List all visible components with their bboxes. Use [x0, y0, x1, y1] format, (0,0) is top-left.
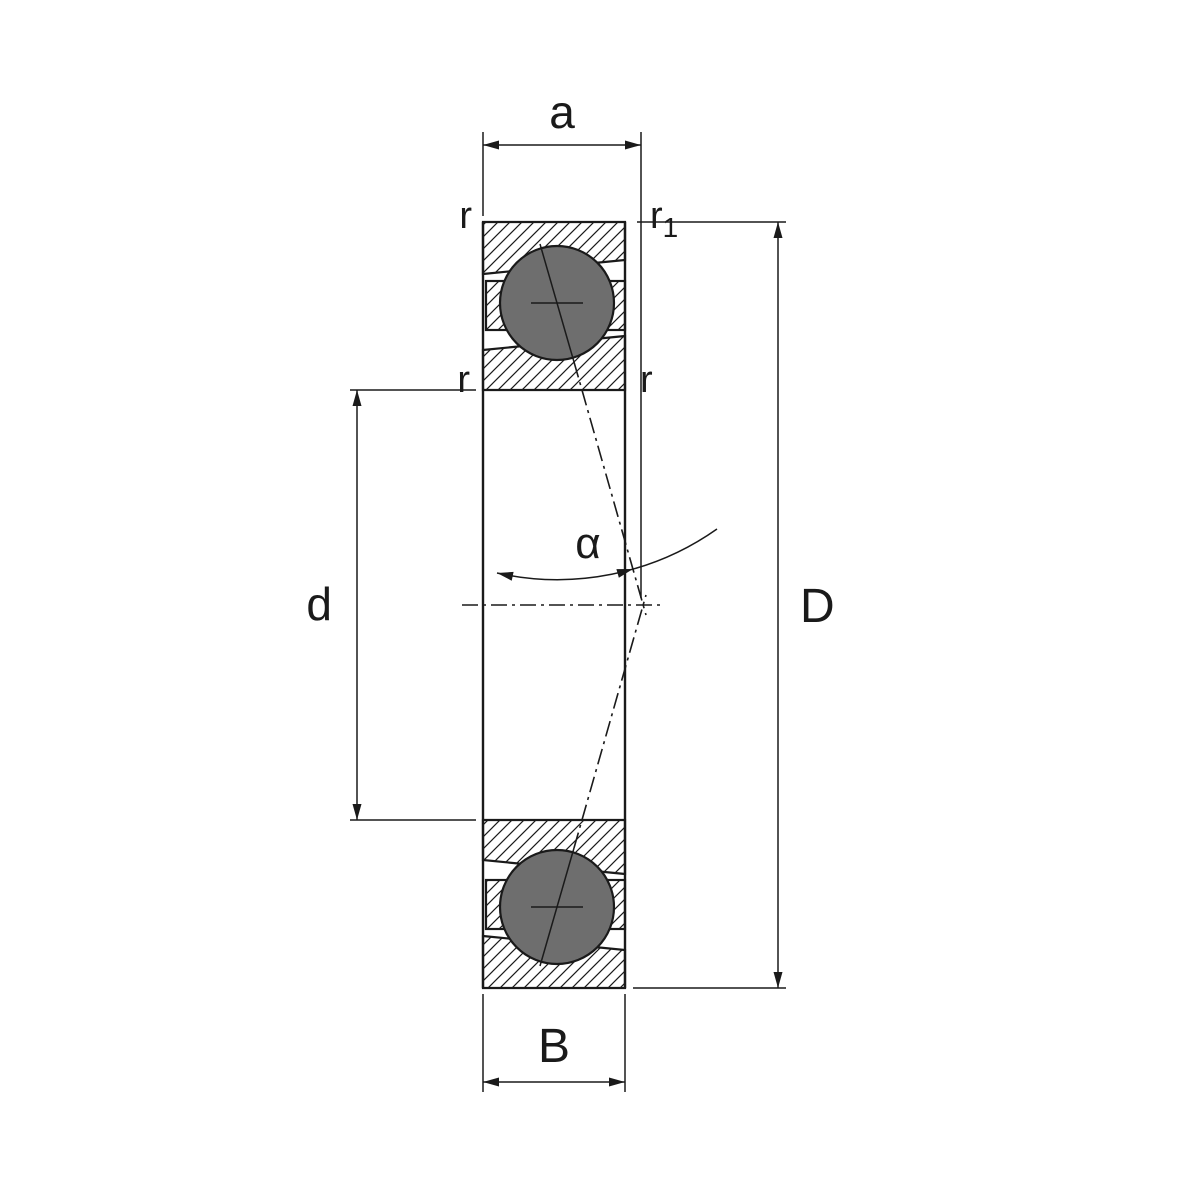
- ball-bottom-contact-axis: [539, 847, 575, 967]
- dimension-B: B: [482, 994, 626, 1092]
- dimension-a: a: [482, 86, 642, 598]
- dimension-d: d: [306, 389, 476, 821]
- center-lines: [462, 361, 662, 849]
- dimension-D: D: [633, 221, 835, 989]
- dim-d-label: d: [306, 578, 332, 630]
- dim-a-label: a: [549, 86, 575, 138]
- dim-D-label: D: [800, 580, 835, 633]
- radius-label-mid-right: r: [640, 359, 653, 401]
- radius-labels: r r1 r r: [457, 195, 678, 401]
- bearing-section: [481, 220, 627, 990]
- radius-label-r1: r1: [650, 195, 678, 243]
- ball-top-contact-axis: [539, 243, 575, 363]
- contact-angle-arc: [496, 528, 718, 581]
- dim-B-label: B: [538, 1020, 570, 1073]
- contact-angle-label: α: [575, 519, 600, 568]
- radius-label-top-left: r: [459, 195, 472, 237]
- contact-line-bottom: [573, 594, 647, 849]
- radius-label-mid-left: r: [457, 359, 470, 401]
- contact-line-top: [573, 361, 647, 616]
- contact-angle-annotation: α: [496, 519, 718, 581]
